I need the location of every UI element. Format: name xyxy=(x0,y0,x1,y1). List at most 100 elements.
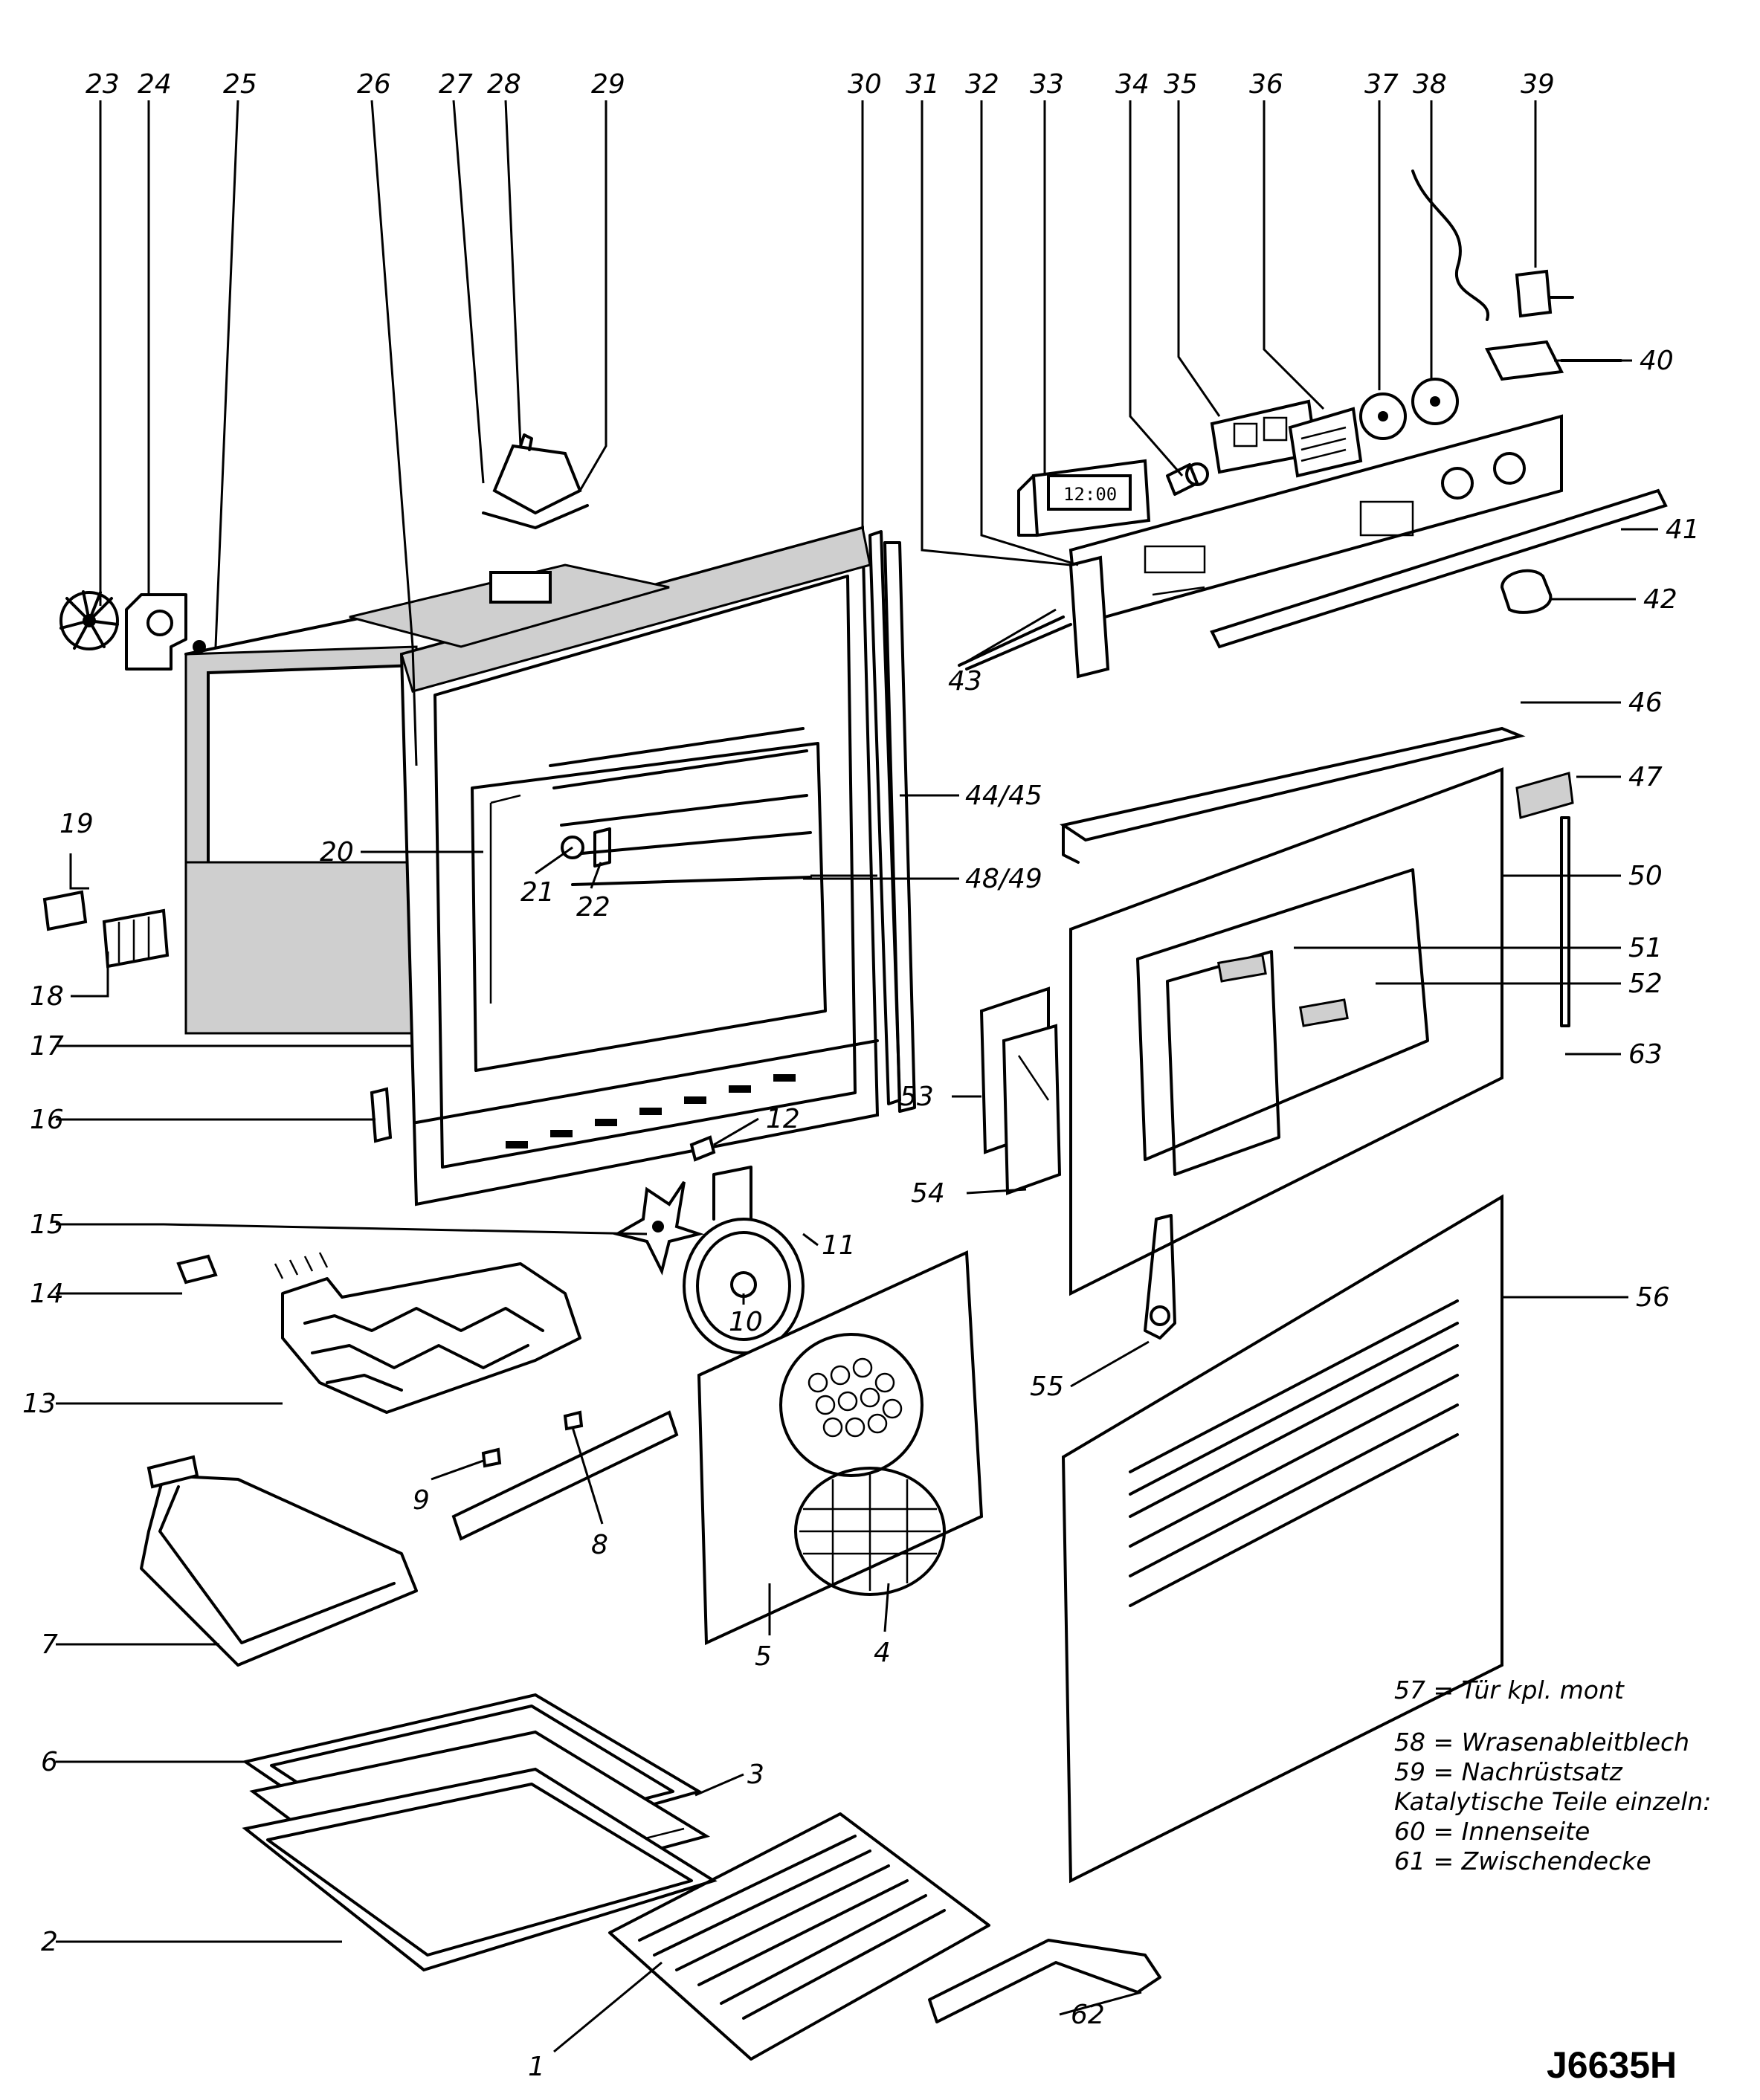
clock-timer-part: 12:00 xyxy=(1017,459,1151,537)
callout-14: 14 xyxy=(30,1279,64,1309)
callout-21: 21 xyxy=(520,877,555,908)
bracket-rail-part xyxy=(451,1410,679,1541)
callout-2: 2 xyxy=(41,1927,58,1957)
callout-40: 40 xyxy=(1640,346,1674,376)
callout-35: 35 xyxy=(1164,69,1198,100)
legend-line-60: 60 = Innenseite xyxy=(1394,1817,1590,1846)
drip-pan-part xyxy=(242,1767,718,1972)
callout-31: 31 xyxy=(906,69,940,100)
callout-19: 19 xyxy=(59,809,94,839)
indicator-lead-part xyxy=(958,616,1072,671)
selector-disc-part xyxy=(1359,378,1459,440)
callout-26: 26 xyxy=(357,69,391,100)
lamp-part xyxy=(1166,462,1209,496)
document-id: J6635H xyxy=(1547,2044,1677,2086)
callout-12: 12 xyxy=(766,1104,800,1134)
callout-15: 15 xyxy=(30,1209,64,1240)
mesh-filter-part xyxy=(794,1467,946,1596)
clock-display: 12:00 xyxy=(1063,484,1117,505)
fan-wheel-part xyxy=(59,590,119,650)
callout-10: 10 xyxy=(729,1307,763,1337)
callout-22: 22 xyxy=(576,892,610,923)
perforation-pattern xyxy=(808,1357,903,1438)
door-slats xyxy=(1129,1299,1459,1607)
top-insulation-part xyxy=(349,563,670,648)
legend-line-57: 57 = Tür kpl. mont xyxy=(1394,1676,1625,1705)
control-knob-part xyxy=(1500,569,1553,614)
callout-41: 41 xyxy=(1666,514,1700,545)
callout-38: 38 xyxy=(1413,69,1447,100)
callout-37: 37 xyxy=(1364,69,1399,100)
callout-17: 17 xyxy=(30,1031,64,1062)
legend-line-catalytic: Katalytische Teile einzeln: xyxy=(1394,1787,1711,1816)
callout-16: 16 xyxy=(30,1105,64,1135)
back-wall-part xyxy=(697,1250,984,1646)
control-panel-part xyxy=(1068,414,1563,679)
callout-27: 27 xyxy=(439,69,473,100)
legend-line-61: 61 = Zwischendecke xyxy=(1394,1847,1651,1876)
motor-bracket-part xyxy=(125,593,206,671)
callout-4: 4 xyxy=(874,1638,891,1668)
callout-62: 62 xyxy=(1071,2000,1105,2030)
callout-20: 20 xyxy=(320,837,354,868)
trim-strip-part xyxy=(1210,488,1668,649)
callout-34: 34 xyxy=(1115,69,1150,100)
roller-part xyxy=(689,1135,716,1162)
door-top-profile-part xyxy=(1059,726,1526,864)
wire-shelf-part xyxy=(608,1812,990,2061)
callout-8: 8 xyxy=(591,1530,608,1560)
glass-pane-part xyxy=(979,986,1062,1195)
hinge-box-part xyxy=(1515,772,1574,819)
callout-51: 51 xyxy=(1628,933,1663,963)
callout-52: 52 xyxy=(1628,969,1663,999)
callout-43: 43 xyxy=(948,666,982,697)
callout-5: 5 xyxy=(755,1641,772,1672)
bottom-heating-element-part xyxy=(140,1455,418,1667)
callout-39: 39 xyxy=(1521,69,1555,100)
light-cover-part xyxy=(593,827,611,868)
callout-33: 33 xyxy=(1030,69,1064,100)
grill-element-part xyxy=(274,1252,581,1414)
door-seal-strip-part xyxy=(1560,816,1570,1027)
leader-lines xyxy=(56,100,1658,2053)
oven-housing-part xyxy=(184,593,857,1035)
callout-30: 30 xyxy=(848,69,882,100)
callout-50: 50 xyxy=(1628,861,1663,891)
rack-slide-part xyxy=(928,1939,1161,2023)
ring-element-part xyxy=(683,1166,805,1354)
callout-29: 29 xyxy=(591,69,625,100)
callout-36: 36 xyxy=(1249,69,1283,100)
callout-44-45: 44/45 xyxy=(965,781,1042,811)
capillary-thermostat-part xyxy=(1411,169,1574,321)
door-inner-frame-part xyxy=(1069,767,1503,1296)
connector-part xyxy=(176,1254,218,1285)
callout-9: 9 xyxy=(413,1485,430,1516)
callout-46: 46 xyxy=(1628,688,1663,718)
callout-32: 32 xyxy=(965,69,999,100)
small-clip-part xyxy=(481,1410,584,1468)
callout-6: 6 xyxy=(41,1747,58,1777)
callout-numbers: 23 24 25 26 27 28 29 30 31 32 33 34 35 3… xyxy=(22,69,1700,2082)
oven-front-frame-part xyxy=(399,526,880,1206)
callout-18: 18 xyxy=(30,981,64,1012)
callout-54: 54 xyxy=(911,1178,945,1209)
callout-55: 55 xyxy=(1030,1372,1064,1402)
callout-1: 1 xyxy=(528,2052,545,2082)
callout-3: 3 xyxy=(747,1760,764,1790)
callout-24: 24 xyxy=(138,69,172,100)
rack-rails xyxy=(549,727,812,886)
callout-48-49: 48/49 xyxy=(965,864,1042,894)
callout-56: 56 xyxy=(1636,1282,1670,1313)
callout-13: 13 xyxy=(22,1389,57,1419)
terminal-block-part xyxy=(42,890,170,969)
callout-42: 42 xyxy=(1643,584,1677,615)
callout-28: 28 xyxy=(487,69,521,100)
callout-53: 53 xyxy=(900,1082,934,1112)
parts-legend: 57 = Tür kpl. mont 58 = Wrasenableitblec… xyxy=(1394,1676,1711,1876)
relay-block-part xyxy=(1288,407,1363,478)
callout-11: 11 xyxy=(822,1230,856,1261)
frame-bottom-slots xyxy=(506,1074,796,1148)
callout-25: 25 xyxy=(223,69,257,100)
fan-blade-part xyxy=(613,1180,705,1276)
legend-line-58: 58 = Wrasenableitblech xyxy=(1394,1728,1689,1757)
